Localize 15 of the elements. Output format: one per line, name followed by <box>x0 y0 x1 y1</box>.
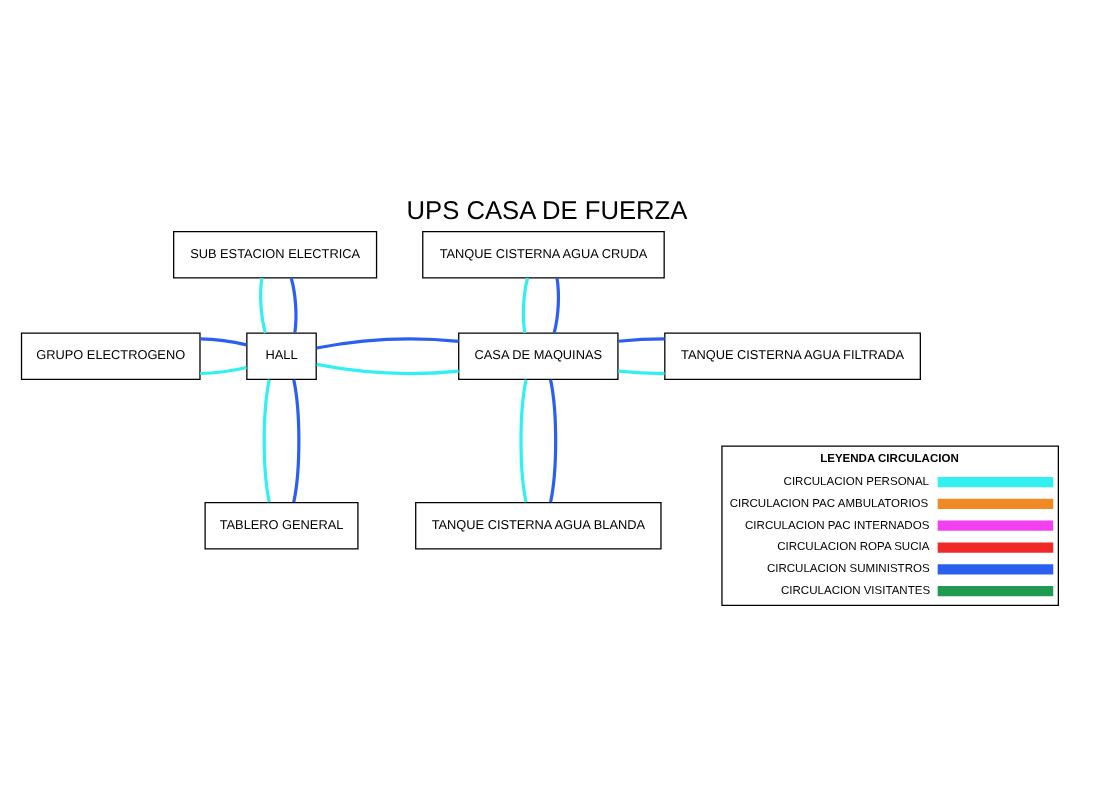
connector <box>259 277 267 334</box>
connector <box>316 337 459 350</box>
connector <box>316 362 459 376</box>
connector <box>519 379 528 503</box>
connector <box>262 379 271 503</box>
connector <box>552 277 561 334</box>
connector <box>289 277 298 334</box>
connector <box>200 337 247 347</box>
diagram-title: UPS CASA DE FUERZA <box>406 194 688 225</box>
connector <box>521 277 530 334</box>
connector <box>549 379 558 503</box>
connector <box>200 365 247 376</box>
connector <box>618 337 665 343</box>
connector <box>618 369 665 376</box>
connector <box>292 379 301 503</box>
